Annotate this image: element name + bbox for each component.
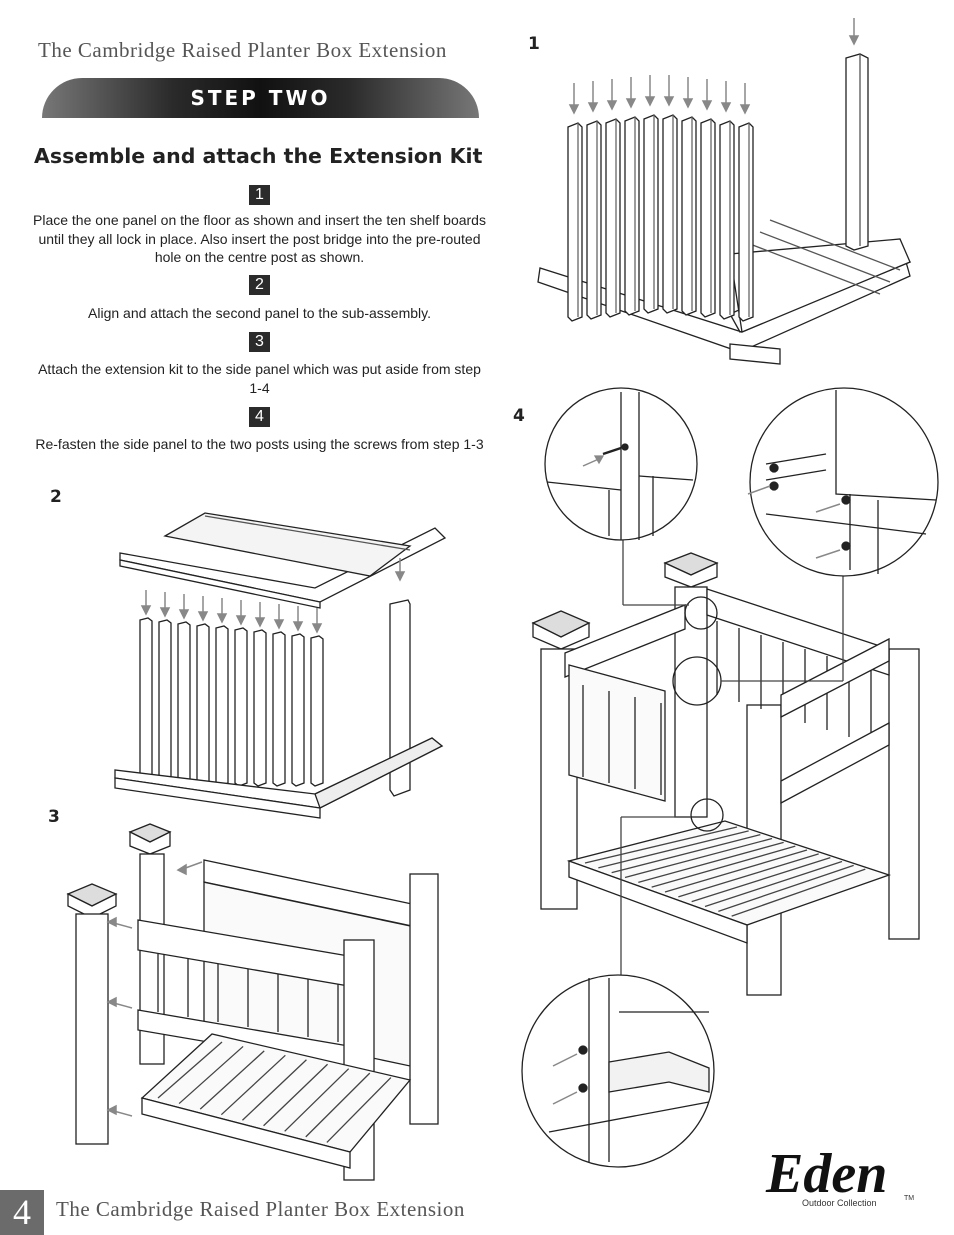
figure-4-illustration bbox=[531, 525, 920, 996]
step-banner: STEP TWO bbox=[42, 78, 479, 118]
instruction-text-4: Re-fasten the side panel to the two post… bbox=[35, 436, 484, 452]
page-number: 4 bbox=[0, 1190, 44, 1235]
figure-label-3: 3 bbox=[48, 807, 60, 827]
footer-title: The Cambridge Raised Planter Box Extensi… bbox=[56, 1197, 465, 1221]
figure-1-illustration bbox=[537, 18, 912, 365]
section-title: Assemble and attach the Extension Kit bbox=[34, 144, 483, 168]
step-number-1: 1 bbox=[249, 185, 270, 205]
logo-tagline: Outdoor Collection bbox=[802, 1198, 877, 1208]
header-title: The Cambridge Raised Planter Box Extensi… bbox=[38, 38, 447, 62]
figure-4-detail-top-right bbox=[747, 387, 939, 577]
figure-label-2: 2 bbox=[50, 487, 62, 507]
step-number-3: 3 bbox=[249, 332, 270, 352]
step-banner-label: STEP TWO bbox=[190, 86, 331, 110]
step-number-2: 2 bbox=[249, 275, 270, 295]
logo-tm: TM bbox=[904, 1195, 914, 1202]
instruction-text-2: Align and attach the second panel to the… bbox=[88, 305, 431, 321]
figure-label-1: 1 bbox=[528, 34, 540, 54]
instruction-text-1: Place the one panel on the floor as show… bbox=[33, 212, 486, 265]
eden-logo: Eden Outdoor Collection TM bbox=[765, 1143, 914, 1208]
figure-2-illustration bbox=[114, 512, 447, 819]
instruction-text-3: Attach the extension kit to the side pan… bbox=[38, 361, 481, 396]
figure-3-illustration bbox=[66, 823, 439, 1181]
logo-brand: Eden bbox=[765, 1143, 887, 1205]
figure-4-detail-bottom bbox=[521, 974, 715, 1168]
step-number-4: 4 bbox=[249, 407, 270, 427]
figure-4-detail-top-left bbox=[544, 387, 698, 541]
figure-label-4: 4 bbox=[513, 406, 525, 426]
